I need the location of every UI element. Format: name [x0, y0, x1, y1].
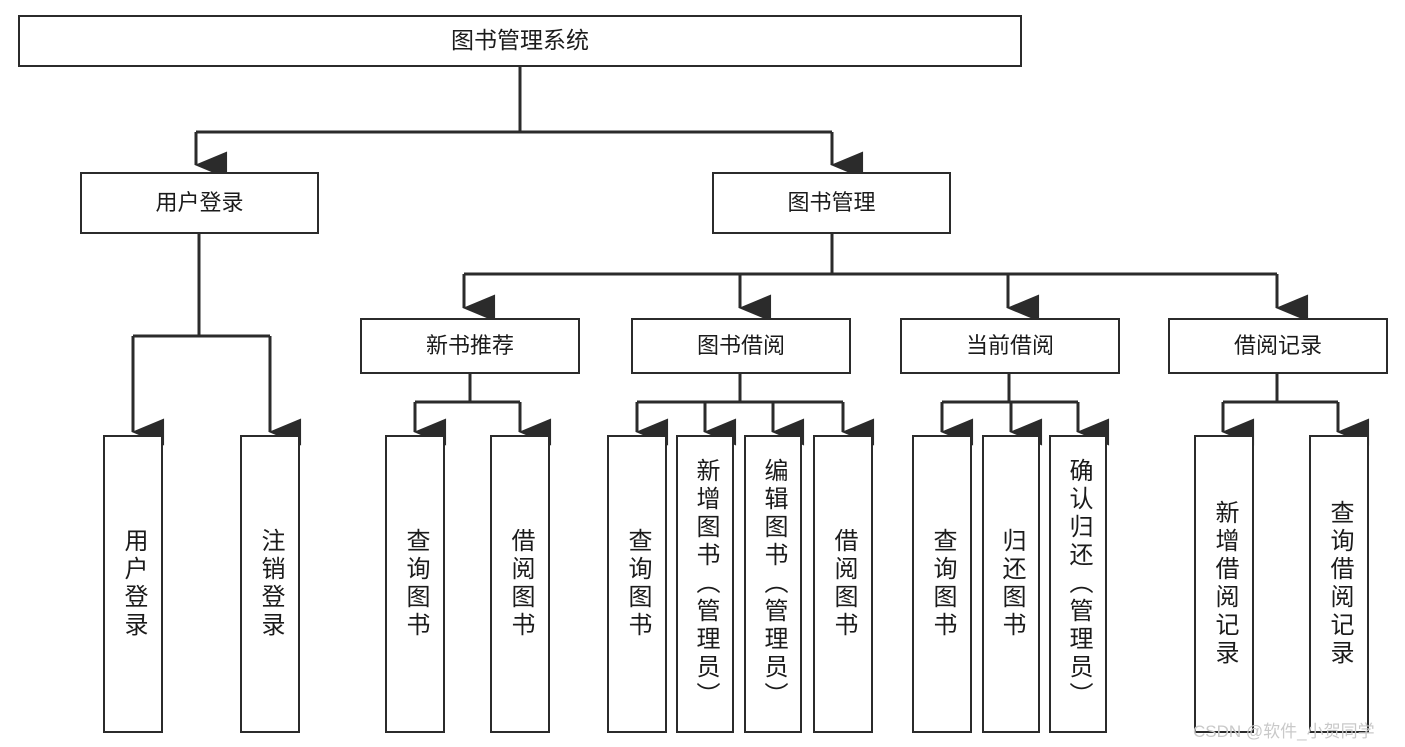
- node-leaf-confirm-return[interactable]: 确认归还（管理员）: [1049, 435, 1107, 733]
- node-leaf-borrow-book-1[interactable]: 借阅图书: [490, 435, 550, 733]
- node-current-borrow[interactable]: 当前借阅: [900, 318, 1120, 374]
- node-leaf-edit-book-label: 编辑图书（管理员）: [760, 458, 787, 710]
- node-leaf-borrow-book-2[interactable]: 借阅图书: [813, 435, 873, 733]
- watermark-text: CSDN @软件_小贺同学: [1193, 722, 1375, 741]
- node-leaf-return-book-label: 归还图书: [998, 528, 1025, 640]
- node-leaf-query-book-3[interactable]: 查询图书: [912, 435, 972, 733]
- node-leaf-add-record[interactable]: 新增借阅记录: [1194, 435, 1254, 733]
- node-book-management-label: 图书管理: [787, 189, 876, 215]
- node-user-login[interactable]: 用户登录: [80, 172, 319, 234]
- node-leaf-borrow-book-1-label: 借阅图书: [507, 528, 534, 640]
- node-leaf-add-record-label: 新增借阅记录: [1211, 500, 1238, 668]
- node-book-borrow[interactable]: 图书借阅: [631, 318, 851, 374]
- node-leaf-add-book[interactable]: 新增图书（管理员）: [676, 435, 734, 733]
- node-leaf-query-book-2-label: 查询图书: [624, 528, 651, 640]
- node-book-borrow-label: 图书借阅: [696, 332, 785, 358]
- node-leaf-user-logout[interactable]: 注销登录: [240, 435, 300, 733]
- node-new-book-recommend[interactable]: 新书推荐: [360, 318, 580, 374]
- node-leaf-query-record[interactable]: 查询借阅记录: [1309, 435, 1369, 733]
- node-leaf-confirm-return-label: 确认归还（管理员）: [1065, 458, 1092, 710]
- node-leaf-query-record-label: 查询借阅记录: [1326, 500, 1353, 668]
- node-leaf-borrow-book-2-label: 借阅图书: [830, 528, 857, 640]
- node-user-login-label: 用户登录: [155, 189, 244, 215]
- node-leaf-query-book-1[interactable]: 查询图书: [385, 435, 445, 733]
- node-leaf-edit-book[interactable]: 编辑图书（管理员）: [744, 435, 802, 733]
- node-leaf-user-login[interactable]: 用户登录: [103, 435, 163, 733]
- node-root-system-label: 图书管理系统: [451, 27, 589, 54]
- node-borrow-record-label: 借阅记录: [1233, 332, 1322, 358]
- node-leaf-query-book-1-label: 查询图书: [402, 528, 429, 640]
- node-leaf-return-book[interactable]: 归还图书: [982, 435, 1040, 733]
- node-book-management[interactable]: 图书管理: [712, 172, 951, 234]
- node-current-borrow-label: 当前借阅: [965, 332, 1054, 358]
- node-new-book-recommend-label: 新书推荐: [425, 332, 514, 358]
- node-leaf-query-book-2[interactable]: 查询图书: [607, 435, 667, 733]
- node-borrow-record[interactable]: 借阅记录: [1168, 318, 1388, 374]
- node-leaf-user-logout-label: 注销登录: [257, 528, 284, 640]
- node-leaf-add-book-label: 新增图书（管理员）: [692, 458, 719, 710]
- node-root-system[interactable]: 图书管理系统: [18, 15, 1022, 67]
- node-leaf-query-book-3-label: 查询图书: [929, 528, 956, 640]
- node-leaf-user-login-label: 用户登录: [120, 528, 147, 640]
